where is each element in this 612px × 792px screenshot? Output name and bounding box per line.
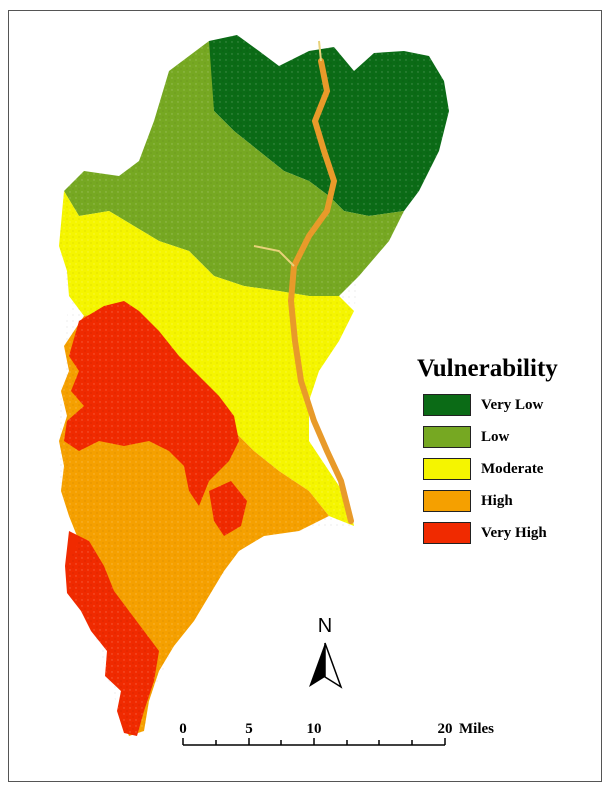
legend-item: Very Low xyxy=(417,393,607,417)
legend-swatch xyxy=(423,426,471,448)
legend-label: High xyxy=(481,492,513,509)
legend-label: Low xyxy=(481,428,510,445)
map-texture xyxy=(59,35,449,736)
legend-item: High xyxy=(417,489,607,513)
scale-tick-5: 5 xyxy=(245,721,253,737)
legend-swatch xyxy=(423,522,471,544)
vulnerability-map xyxy=(59,35,449,746)
legend-label: Moderate xyxy=(481,460,544,477)
legend-label: Very High xyxy=(481,524,547,541)
north-letter: N xyxy=(317,615,333,637)
legend-item: Low xyxy=(417,425,607,449)
legend-item: Moderate xyxy=(417,457,607,481)
north-arrow: N xyxy=(305,615,345,695)
legend-label: Very Low xyxy=(481,396,544,413)
scale-bar-graphic xyxy=(182,738,446,746)
scale-tick-0: 0 xyxy=(179,721,187,737)
legend-item: Very High xyxy=(417,521,607,545)
legend-swatch xyxy=(423,458,471,480)
scale-bar: 0 5 10 20 Miles xyxy=(179,721,494,771)
scale-tick-20: 20 xyxy=(437,721,453,737)
north-arrow-icon xyxy=(309,642,343,689)
scale-units: Miles xyxy=(459,721,494,737)
scale-tick-10: 10 xyxy=(306,721,322,737)
legend-swatch xyxy=(423,490,471,512)
legend-title: Vulnerability xyxy=(417,355,558,382)
river-thin xyxy=(253,40,322,267)
legend-swatch xyxy=(423,394,471,416)
